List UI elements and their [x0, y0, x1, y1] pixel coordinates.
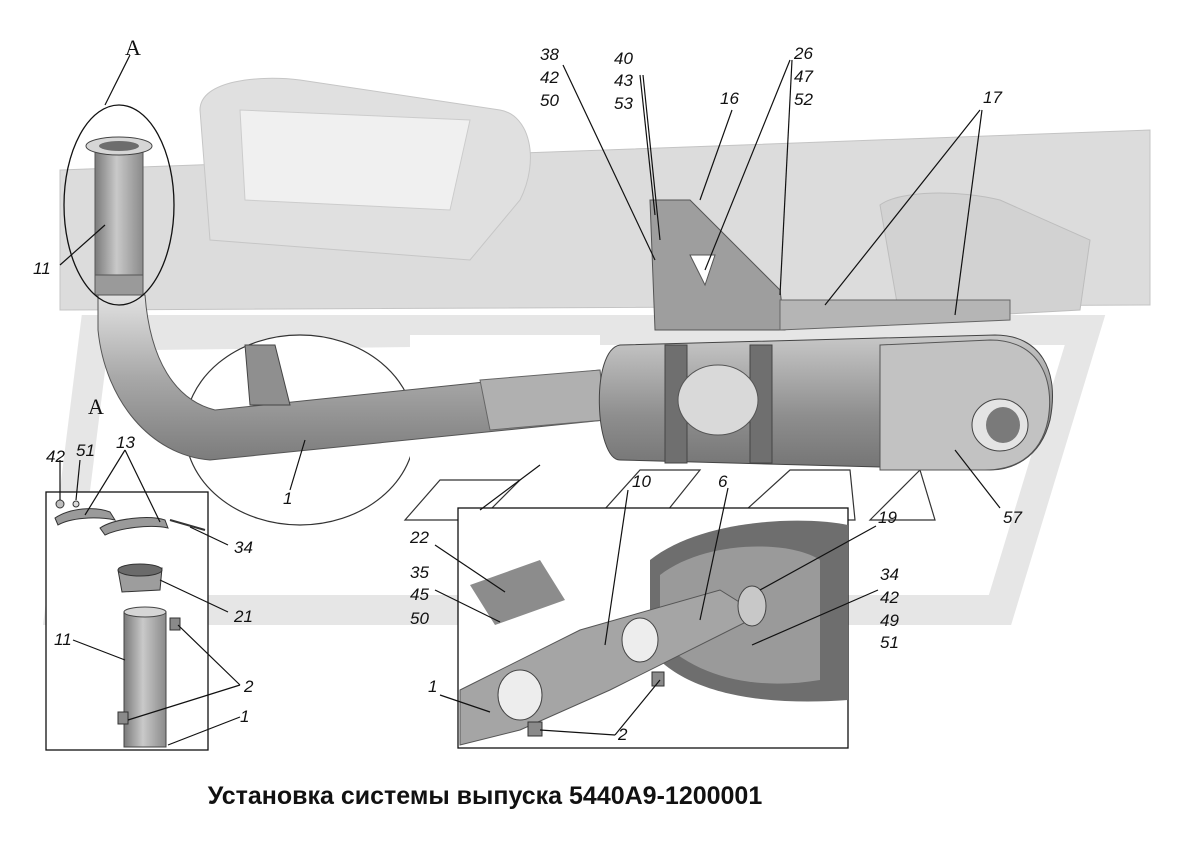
callout-34-joint: 34 — [880, 565, 899, 584]
exhaust-pipe-1 — [97, 294, 606, 461]
callout-1-detail: 1 — [240, 707, 249, 726]
drawing-title: Установка системы выпуска 5440А9-1200001 — [207, 782, 763, 810]
callout-17: 17 — [983, 88, 1002, 107]
callout-13: 13 — [116, 433, 135, 452]
muffler-57 — [598, 334, 1054, 471]
callout-42-joint: 42 — [880, 588, 899, 607]
callout-26: 26 — [793, 44, 813, 63]
callout-6: 6 — [718, 472, 728, 491]
leader-lines — [59, 59, 1001, 746]
callout-2-joint: 2 — [617, 725, 628, 744]
section-a-circle — [63, 104, 175, 306]
callout-11-detail: 11 — [54, 630, 72, 649]
detail-a-box — [45, 491, 209, 751]
callout-43: 43 — [614, 71, 633, 90]
callout-1-main: 1 — [283, 489, 292, 508]
callout-45: 45 — [410, 585, 429, 604]
vertical-pipe-11 — [85, 136, 153, 296]
callout-10: 10 — [632, 472, 651, 491]
callout-51-detail: 51 — [76, 441, 95, 460]
callout-35: 35 — [410, 563, 429, 582]
callout-51-joint: 51 — [880, 633, 899, 652]
callout-21: 21 — [233, 607, 253, 626]
callout-42-detail: 42 — [46, 447, 65, 466]
callout-42: 42 — [540, 68, 559, 87]
callout-50-detail: 50 — [410, 609, 429, 628]
callout-22: 22 — [409, 528, 429, 547]
bracket-16 — [649, 199, 1011, 331]
detail-joint-box — [457, 507, 849, 749]
callout-50: 50 — [540, 91, 559, 110]
callout-34-detail: 34 — [234, 538, 253, 557]
callout-2-detail: 2 — [243, 677, 254, 696]
callout-11-main: 11 — [33, 259, 51, 278]
callout-47: 47 — [794, 67, 813, 86]
callout-52: 52 — [794, 90, 813, 109]
section-label-detail: А — [88, 394, 104, 419]
callout-49: 49 — [880, 611, 899, 630]
callout-57: 57 — [1003, 508, 1022, 527]
section-label-main: А — [125, 35, 141, 60]
callout-1-joint: 1 — [428, 677, 437, 696]
callout-53: 53 — [614, 94, 633, 113]
callout-16: 16 — [720, 89, 739, 108]
callout-19: 19 — [878, 508, 897, 527]
callout-40: 40 — [614, 49, 633, 68]
callout-38: 38 — [540, 45, 559, 64]
